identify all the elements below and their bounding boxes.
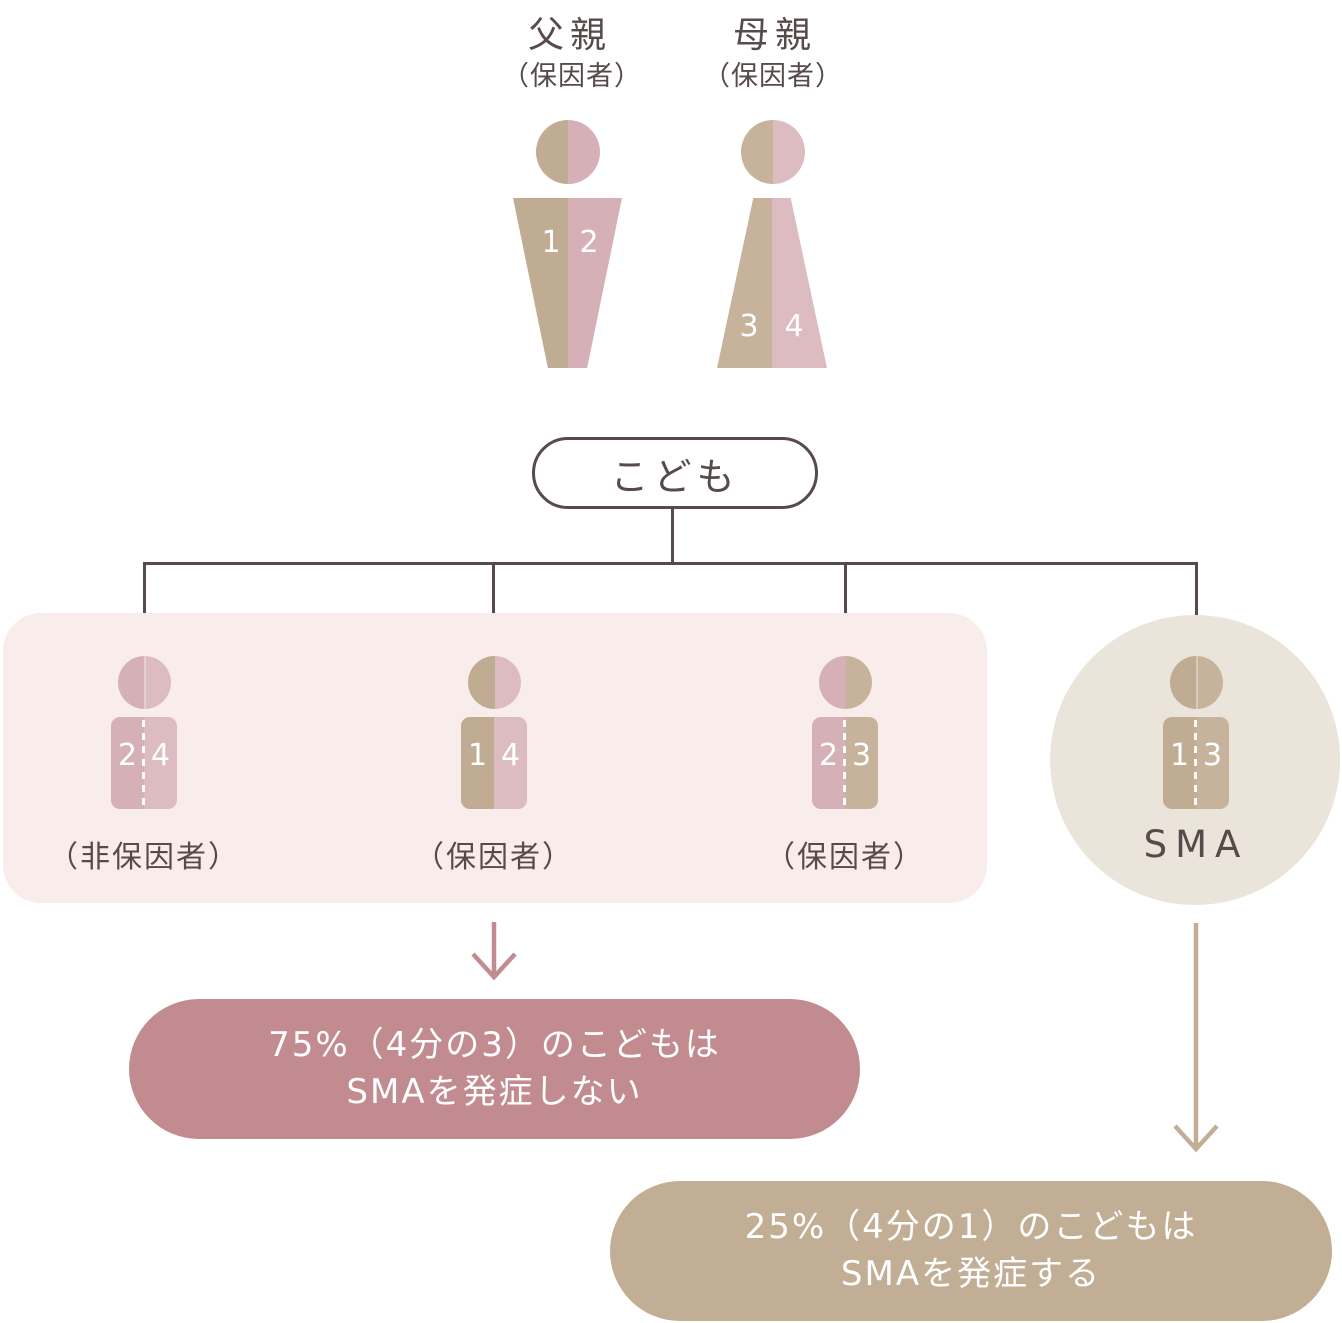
unaffected-outcome-line2: SMAを発症しない bbox=[346, 1072, 643, 1112]
child-4-allele-right-number: 3 bbox=[1202, 738, 1223, 773]
unaffected-outcome-pill: 75%（4分の3）のこどもは SMAを発症しない bbox=[129, 999, 860, 1139]
father-allele-left-number: 1 bbox=[541, 225, 561, 260]
father-body-icon: 1 2 bbox=[513, 198, 622, 368]
unaffected-outcome-line1: 75%（4分の3）のこどもは bbox=[268, 1025, 721, 1065]
affected-outcome-pill: 25%（4分の1）のこどもは SMAを発症する bbox=[610, 1181, 1332, 1321]
child-4-label-sma: SMA bbox=[1143, 823, 1249, 866]
father-head-right-half bbox=[568, 120, 600, 184]
affected-outcome-line2: SMAを発症する bbox=[840, 1254, 1102, 1294]
child-1-head-icon bbox=[118, 656, 171, 709]
mother-title: 母親 bbox=[732, 15, 817, 56]
tree-drop-line-1 bbox=[143, 562, 146, 629]
child-3-allele-3-region bbox=[845, 717, 878, 809]
tree-stub-line bbox=[671, 509, 674, 563]
children-node: こども bbox=[532, 437, 818, 509]
child-1-dashed-divider bbox=[142, 720, 145, 806]
child-4-allele-3-region bbox=[1196, 717, 1229, 809]
mother-head-icon bbox=[741, 120, 805, 184]
father-allele-2-region bbox=[567, 198, 622, 368]
father-head-left-half bbox=[536, 120, 568, 184]
mother-allele-right-number: 4 bbox=[784, 309, 804, 344]
child-1-allele-2-region bbox=[111, 717, 144, 809]
children-node-label: こども bbox=[610, 454, 740, 499]
child-4-allele-left-number: 1 bbox=[1169, 738, 1190, 773]
child-3-label: （保因者） bbox=[765, 840, 925, 875]
child-1-label: （非保因者） bbox=[48, 840, 240, 875]
child-4-body-icon: 1 3 bbox=[1163, 717, 1229, 809]
father-allele-right-number: 2 bbox=[579, 225, 599, 260]
child-2-allele-left-number: 1 bbox=[467, 738, 488, 773]
child-4-head-divider bbox=[1195, 656, 1198, 709]
mother-body-icon: 3 4 bbox=[717, 198, 827, 368]
child-2-allele-4-region bbox=[494, 717, 527, 809]
mother-subtitle: （保因者） bbox=[703, 61, 843, 92]
mother-allele-left-number: 3 bbox=[739, 309, 759, 344]
child-3-allele-2-region bbox=[812, 717, 845, 809]
mother-head-left-half bbox=[741, 120, 773, 184]
child-3-head-icon bbox=[819, 656, 872, 709]
child-2-body-icon: 1 4 bbox=[461, 717, 527, 809]
child-1-head-divider bbox=[143, 656, 146, 709]
father-subtitle: （保因者） bbox=[502, 61, 642, 92]
child-1-allele-4-region bbox=[144, 717, 177, 809]
child-3-body-icon: 2 3 bbox=[812, 717, 878, 809]
child-3-allele-left-number: 2 bbox=[818, 738, 839, 773]
child-1-body-icon: 2 4 bbox=[111, 717, 177, 809]
tree-horizontal-line bbox=[143, 562, 1198, 565]
child-4-head-icon bbox=[1170, 656, 1223, 709]
tree-drop-line-2 bbox=[492, 562, 495, 629]
affected-outcome-line1: 25%（4分の1）のこどもは bbox=[744, 1207, 1198, 1247]
affected-arrow-down-icon bbox=[1173, 923, 1219, 1153]
tree-drop-line-4 bbox=[1195, 562, 1198, 628]
tree-drop-line-3 bbox=[844, 562, 847, 629]
child-2-allele-1-region bbox=[461, 717, 494, 809]
child-2-label: （保因者） bbox=[414, 840, 574, 875]
mother-head-right-half bbox=[773, 120, 805, 184]
child-3-dashed-divider bbox=[843, 720, 846, 806]
father-head-icon bbox=[536, 120, 600, 184]
child-4-dashed-divider bbox=[1194, 720, 1197, 806]
child-1-allele-left-number: 2 bbox=[117, 738, 138, 773]
child-3-allele-right-number: 3 bbox=[851, 738, 872, 773]
child-2-head-icon bbox=[468, 656, 521, 709]
father-allele-1-region bbox=[513, 198, 568, 368]
child-4-allele-1-region bbox=[1163, 717, 1196, 809]
father-title: 父親 bbox=[527, 15, 612, 56]
child-1-allele-right-number: 4 bbox=[150, 738, 171, 773]
child-2-allele-right-number: 4 bbox=[500, 738, 521, 773]
unaffected-arrow-down-icon bbox=[471, 922, 517, 981]
